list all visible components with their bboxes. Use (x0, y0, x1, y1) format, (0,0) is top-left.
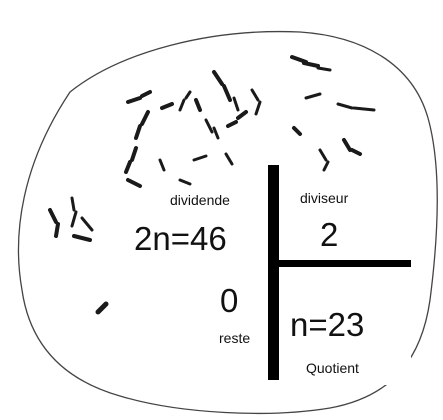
dividend-value: 2n=46 (134, 220, 227, 257)
chromosome (342, 138, 362, 156)
chromosome (178, 90, 192, 112)
chromosome (158, 158, 166, 172)
quotient-value: n=23 (290, 306, 365, 343)
chromosome (226, 110, 248, 128)
chromosome (72, 234, 92, 242)
chromosome (292, 126, 302, 136)
remainder-label: reste (219, 330, 251, 346)
divisor-label: diviseur (300, 190, 349, 206)
chromosome (250, 88, 262, 116)
chromosome (336, 102, 376, 112)
dividend-label: dividende (170, 192, 230, 208)
division-vertical-bar (268, 165, 279, 380)
remainder-value: 0 (220, 282, 239, 319)
chromosome (204, 118, 220, 140)
divisor-value: 2 (320, 216, 339, 253)
chromosome (232, 96, 240, 112)
chromosome (95, 301, 109, 315)
chromosome (224, 152, 234, 166)
chromosome (304, 92, 322, 100)
chromosome (160, 102, 174, 110)
chromosome (126, 178, 142, 188)
chromosome (192, 154, 208, 162)
division-panel-right (279, 175, 411, 385)
chromosome (318, 148, 330, 172)
chromosome (124, 146, 138, 174)
division-horizontal-bar (279, 260, 411, 267)
chromosome (316, 66, 332, 72)
division-panel (120, 190, 268, 380)
chromosome (290, 55, 320, 68)
chromosomes (48, 55, 406, 315)
chromosome (70, 196, 78, 228)
quotient-label: Quotient (306, 360, 359, 376)
chromosome (134, 110, 150, 140)
chromosome (126, 90, 152, 104)
chromosome (212, 70, 232, 102)
chromosome (48, 208, 60, 238)
chromosome (178, 178, 192, 186)
chromosome (80, 216, 94, 232)
chromosome (194, 98, 202, 112)
